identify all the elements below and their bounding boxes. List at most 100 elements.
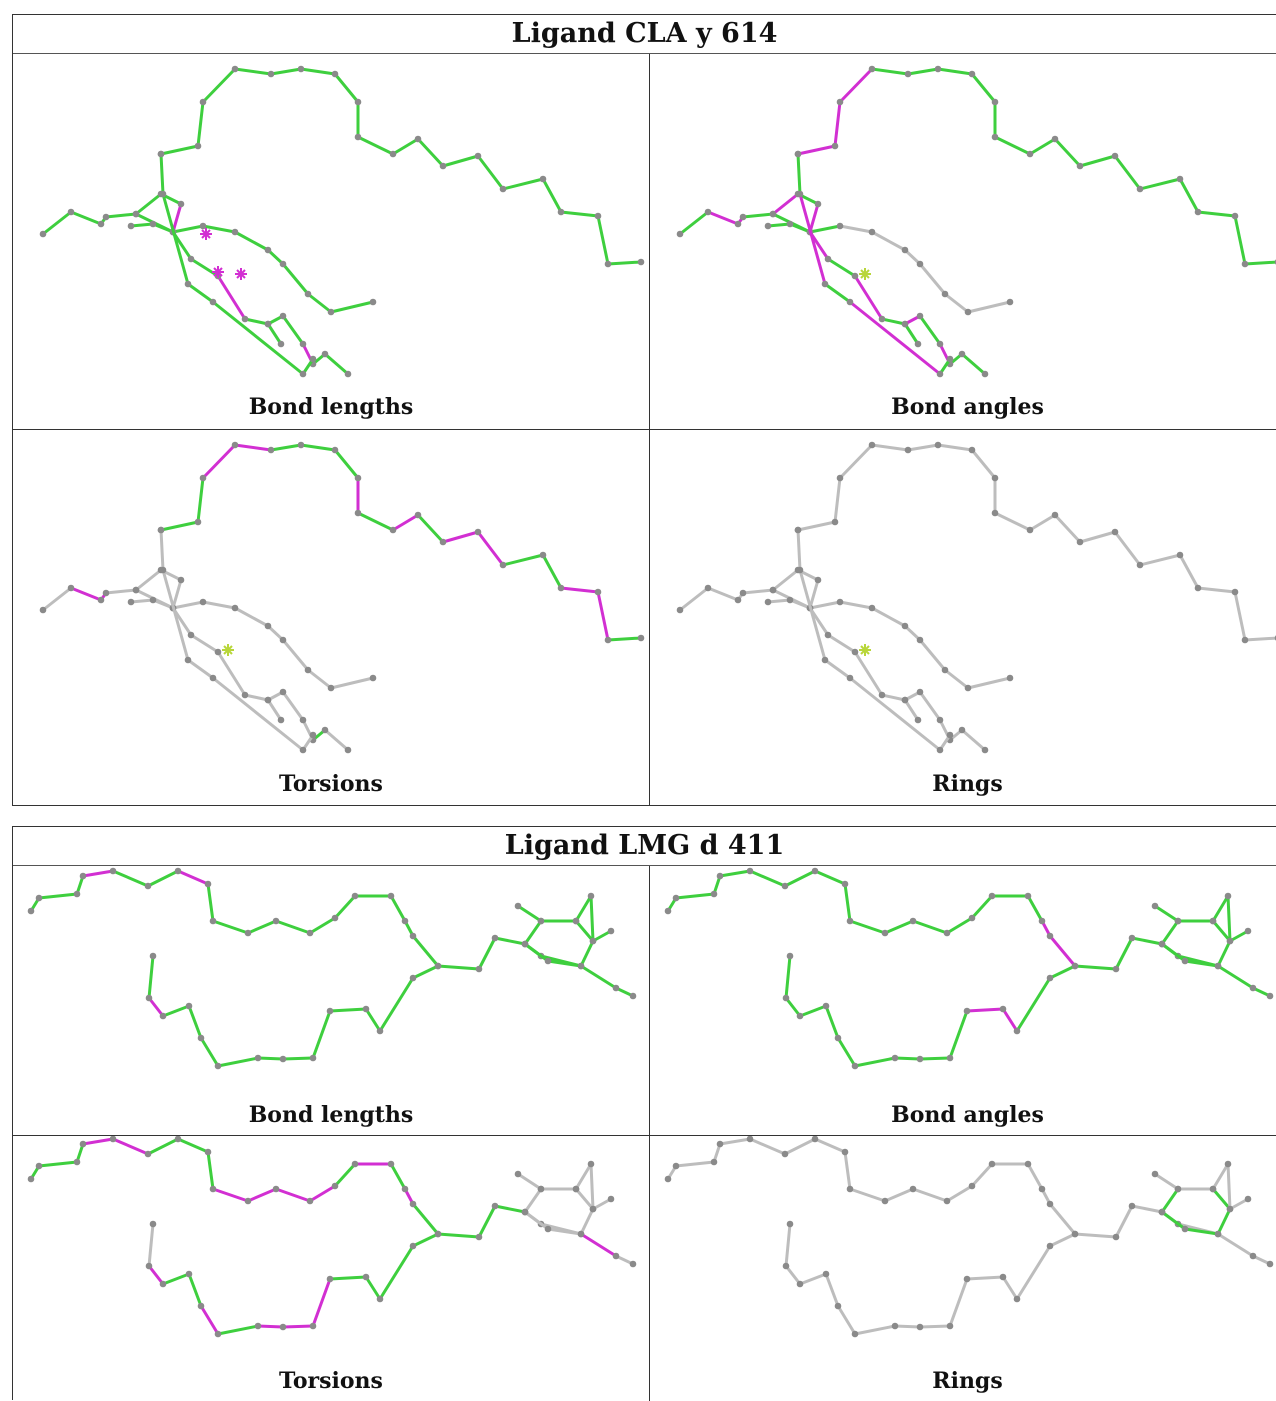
atom <box>331 1182 339 1190</box>
atom <box>491 1202 499 1210</box>
bond <box>1178 177 1200 214</box>
atom <box>1046 974 1054 982</box>
bond <box>299 443 337 452</box>
atom <box>676 230 684 238</box>
bond <box>1211 1162 1230 1191</box>
atom <box>878 315 886 323</box>
bond <box>171 202 183 234</box>
atom <box>354 474 362 482</box>
atom <box>968 1182 976 1190</box>
bond <box>741 588 775 595</box>
bond <box>333 1162 357 1188</box>
bond <box>771 192 800 216</box>
bond <box>1073 964 1118 971</box>
atom <box>209 1185 217 1193</box>
atom <box>999 1273 1007 1281</box>
atom <box>991 474 999 482</box>
bond <box>966 676 1012 690</box>
bond <box>798 1004 828 1018</box>
atom <box>199 98 207 106</box>
bond <box>1048 1232 1077 1248</box>
atom <box>914 716 922 724</box>
bond <box>823 282 852 304</box>
bond <box>323 352 350 376</box>
atom <box>901 320 909 328</box>
bond <box>269 443 303 452</box>
atom <box>184 656 192 664</box>
bond <box>784 1264 802 1286</box>
atom <box>769 586 777 594</box>
atom <box>834 1302 842 1310</box>
bond <box>516 1172 543 1191</box>
bond <box>766 222 792 228</box>
bond <box>523 942 550 963</box>
atom <box>299 370 307 378</box>
atom <box>102 213 110 221</box>
bond <box>589 894 595 943</box>
atom <box>1224 892 1232 900</box>
atom <box>1046 1242 1054 1250</box>
bond <box>266 698 283 722</box>
bond <box>833 476 842 524</box>
atom <box>710 1158 718 1166</box>
bond <box>416 137 445 168</box>
atom <box>277 340 285 348</box>
atom <box>174 1136 182 1143</box>
atom <box>272 917 280 925</box>
bond <box>823 658 852 680</box>
atom <box>149 952 157 960</box>
bond <box>808 202 820 234</box>
panel-caption: Bond angles <box>891 394 1044 420</box>
bond <box>493 1204 527 1214</box>
atom <box>851 1062 859 1070</box>
atom <box>321 726 329 734</box>
bond <box>104 212 138 219</box>
atom <box>272 1185 280 1193</box>
atom <box>102 589 110 597</box>
atom <box>475 1233 483 1241</box>
atom <box>149 1220 157 1228</box>
atom <box>414 511 422 519</box>
atom <box>185 1270 193 1278</box>
bond <box>1053 137 1082 168</box>
bond <box>477 1204 497 1239</box>
atom <box>127 222 135 230</box>
bond <box>771 568 800 592</box>
atom <box>831 518 839 526</box>
bond <box>476 530 505 567</box>
bond <box>81 1137 115 1146</box>
molecule-view <box>664 1136 1274 1338</box>
atom <box>941 290 949 298</box>
atom <box>299 340 307 348</box>
bond <box>171 600 205 610</box>
ligand-title: Ligand LMG d 411 <box>13 827 1276 866</box>
atom <box>539 175 547 183</box>
atom <box>796 1012 804 1020</box>
atom <box>824 255 832 263</box>
bond <box>718 1137 752 1146</box>
atom <box>197 1034 205 1042</box>
bond <box>186 282 215 304</box>
atom <box>362 1273 370 1281</box>
panel-grid: Bond lengths Bond angles Torsions Rings <box>13 866 1276 1401</box>
bond <box>69 210 103 226</box>
atom <box>184 280 192 288</box>
atom <box>354 133 362 141</box>
bond <box>147 996 165 1018</box>
atom <box>27 1175 35 1183</box>
atom <box>209 298 217 306</box>
bond <box>281 638 310 672</box>
atom <box>1071 1230 1079 1238</box>
atom <box>836 98 844 106</box>
bond <box>389 1162 407 1191</box>
bond <box>943 292 970 314</box>
atom <box>1181 1225 1189 1233</box>
atom <box>474 152 482 160</box>
bond <box>766 598 792 604</box>
bond <box>1160 1210 1187 1231</box>
bond <box>798 568 827 662</box>
bond <box>308 916 337 935</box>
bond <box>903 322 920 346</box>
bond <box>233 67 273 76</box>
bond <box>903 698 920 722</box>
